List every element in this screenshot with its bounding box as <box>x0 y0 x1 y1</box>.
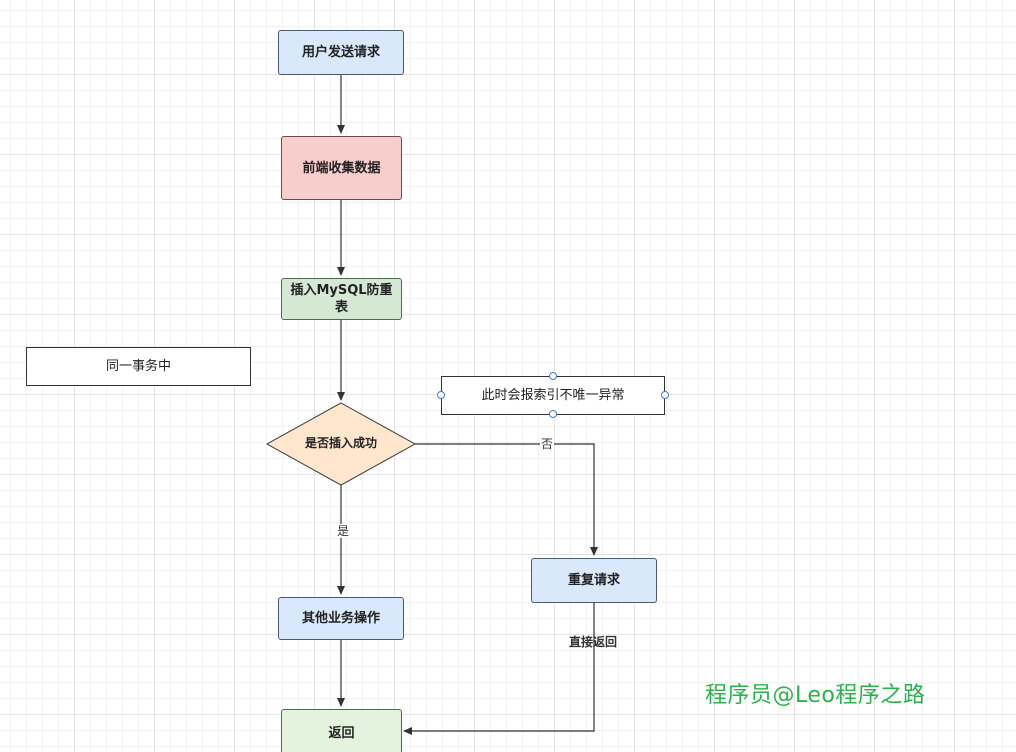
node-duplicate-request-label: 重复请求 <box>567 573 620 588</box>
node-same-transaction[interactable]: 同一事务中 <box>26 347 251 386</box>
selection-handle-left[interactable] <box>437 391 445 399</box>
watermark: 程序员@Leo程序之路 <box>705 683 926 708</box>
selection-handle-bottom[interactable] <box>549 410 557 418</box>
node-other-operations[interactable]: 其他业务操作 <box>278 597 404 640</box>
node-insert-table[interactable]: 插入MySQL防重表 <box>281 278 402 320</box>
decision-label: 是否插入成功 <box>304 436 377 450</box>
node-collect-data-label: 前端收集数据 <box>302 160 381 176</box>
selection-handle-top[interactable] <box>549 372 557 380</box>
selection-handle-right[interactable] <box>661 391 669 399</box>
node-return-label: 返回 <box>328 725 355 741</box>
node-user-request-label: 用户发送请求 <box>301 45 380 60</box>
edge-label-yes: 是 <box>336 524 351 538</box>
node-collect-data[interactable]: 前端收集数据 <box>281 136 402 200</box>
node-user-request[interactable]: 用户发送请求 <box>278 30 404 75</box>
node-return[interactable]: 返回 <box>281 709 402 752</box>
node-other-operations-label: 其他业务操作 <box>301 611 380 626</box>
edge-label-direct-return: 直接返回 <box>569 635 618 649</box>
node-duplicate-request[interactable]: 重复请求 <box>531 558 657 603</box>
node-insert-table-label: 插入MySQL防重表 <box>290 283 393 315</box>
edge-duplicate-to-return <box>403 602 595 735</box>
node-index-error-label: 此时会报索引不唯一异常 <box>481 388 625 403</box>
edge-label-no: 否 <box>540 437 555 451</box>
edge-decision-no <box>415 443 598 556</box>
node-same-transaction-label: 同一事务中 <box>105 359 171 374</box>
